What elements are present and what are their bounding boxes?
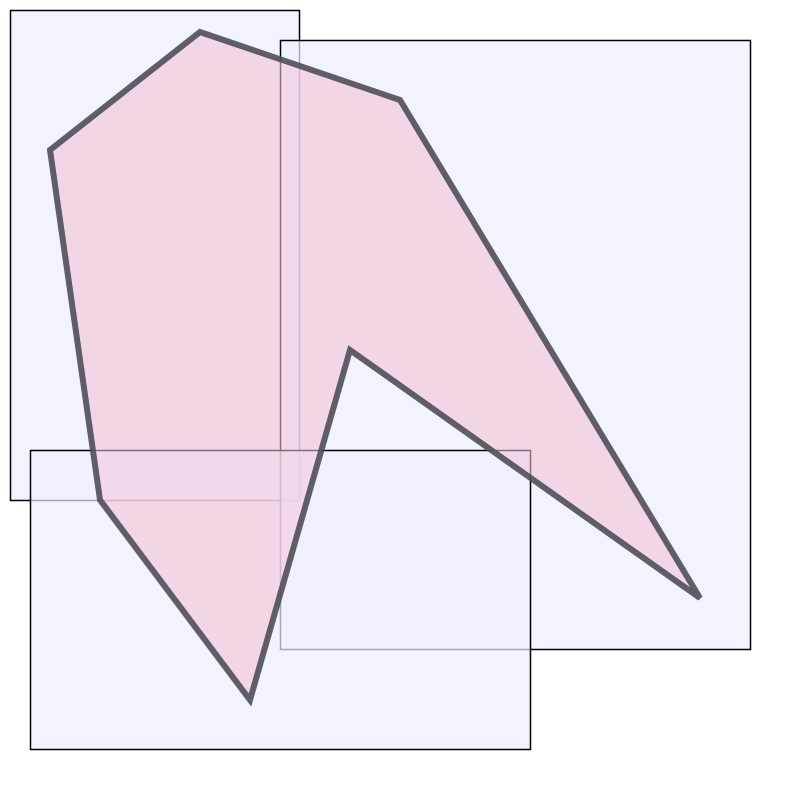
polygon-outline bbox=[46, 28, 703, 707]
